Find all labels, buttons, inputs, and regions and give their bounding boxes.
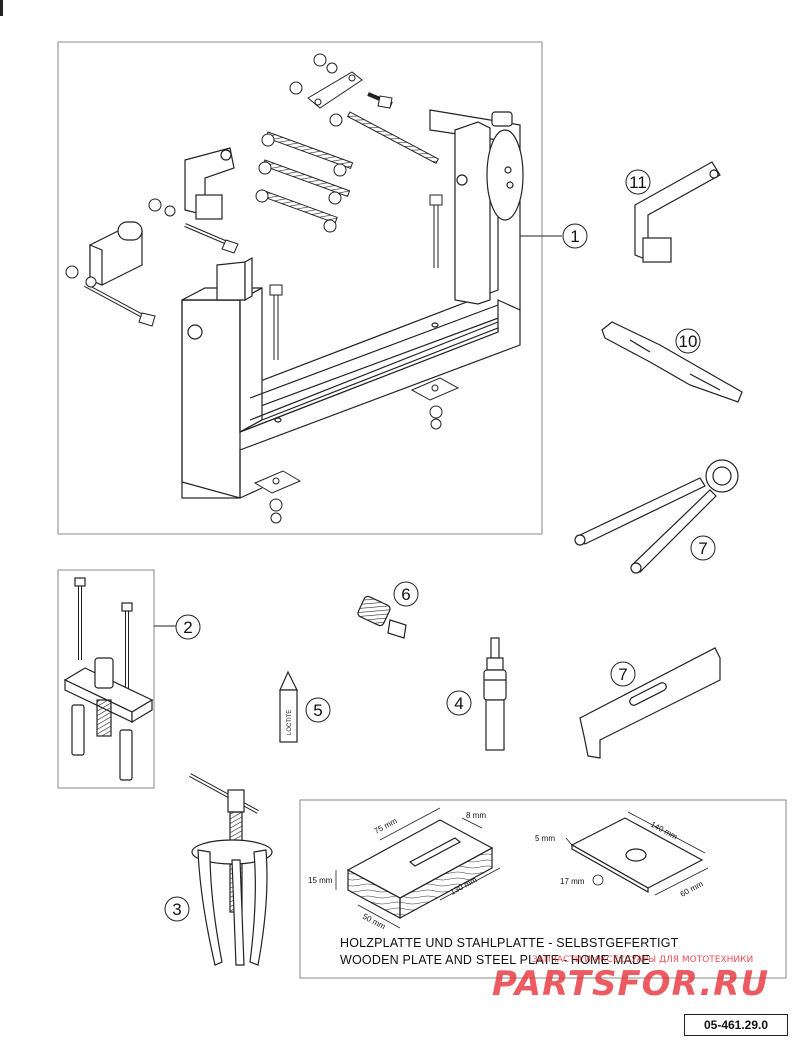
- hook-wrench-7: [579, 647, 721, 759]
- callout-5: 5: [305, 697, 331, 723]
- callout-4: 4: [446, 690, 472, 716]
- three-arm-puller-3: [189, 773, 273, 966]
- threaded-adapter-6: [357, 595, 407, 639]
- callout-1-label: 1: [570, 227, 579, 246]
- callout-6-label: 6: [401, 585, 410, 604]
- frame-box-1: [57, 41, 543, 535]
- loctite-tube-5: LOCTITE: [279, 670, 298, 743]
- pin-wrench-9: [574, 459, 739, 574]
- page-edge-mark: [0, 0, 3, 16]
- callout-6: 6: [393, 581, 419, 607]
- callout-2: 2: [175, 614, 201, 640]
- frame-box-2: [57, 569, 176, 789]
- wood-dim-height: 15 mm: [308, 876, 333, 885]
- callout-2-label: 2: [183, 618, 192, 637]
- loctite-label: LOCTITE: [287, 710, 293, 735]
- callout-11: 11: [625, 169, 651, 195]
- puller-plate-2: [63, 577, 154, 781]
- hook-bracket-left: [89, 221, 143, 286]
- callout-5-label: 5: [313, 701, 322, 720]
- steel-dim-thickness: 5 mm: [535, 834, 555, 843]
- panel-caption: HOLZPLATTE UND STAHLPLATTE - SELBSTGEFER…: [340, 936, 679, 967]
- callout-11-label: 11: [629, 173, 647, 192]
- caption-english: WOODEN PLATE AND STEEL PLATE - HOME MADE: [340, 953, 650, 967]
- callout-10-label: 10: [679, 332, 698, 351]
- steel-dim-hole: 17 mm: [560, 877, 585, 886]
- wood-dim-thickness-slot: 8 mm: [466, 811, 486, 820]
- puller-4: [483, 637, 507, 751]
- hook-bracket-11: [634, 161, 721, 263]
- flat-spanner-10: [601, 321, 743, 403]
- stand-base-frame: [181, 109, 524, 499]
- callout-7-label: 7: [618, 665, 627, 684]
- hook-bracket-middle: [184, 147, 235, 220]
- bolt-set: [65, 53, 460, 524]
- callout-1: 1: [520, 223, 588, 249]
- callout-9: 7: [690, 535, 716, 561]
- callout-3-label: 3: [172, 900, 181, 919]
- callout-4-label: 4: [454, 694, 463, 713]
- document-number: 05-461.29.0: [684, 1014, 788, 1036]
- watermark: ЗАПЧАСТИ И АКСЕССУАРЫ ДЛЯ МОТОТЕХНИКИ PA…: [492, 955, 769, 1004]
- steel-plate: [565, 811, 709, 896]
- watermark-logo: PARTSFOR.RU: [492, 964, 769, 1004]
- callout-10: 10: [675, 328, 701, 354]
- callout-3: 3: [164, 896, 190, 922]
- callout-7: 7: [610, 661, 636, 687]
- callout-9-label: 7: [698, 539, 707, 558]
- caption-german: HOLZPLATTE UND STAHLPLATTE - SELBSTGEFER…: [340, 936, 679, 950]
- watermark-tagline: ЗАПЧАСТИ И АКСЕССУАРЫ ДЛЯ МОТОТЕХНИКИ: [532, 955, 753, 965]
- wooden-plate: [335, 807, 501, 929]
